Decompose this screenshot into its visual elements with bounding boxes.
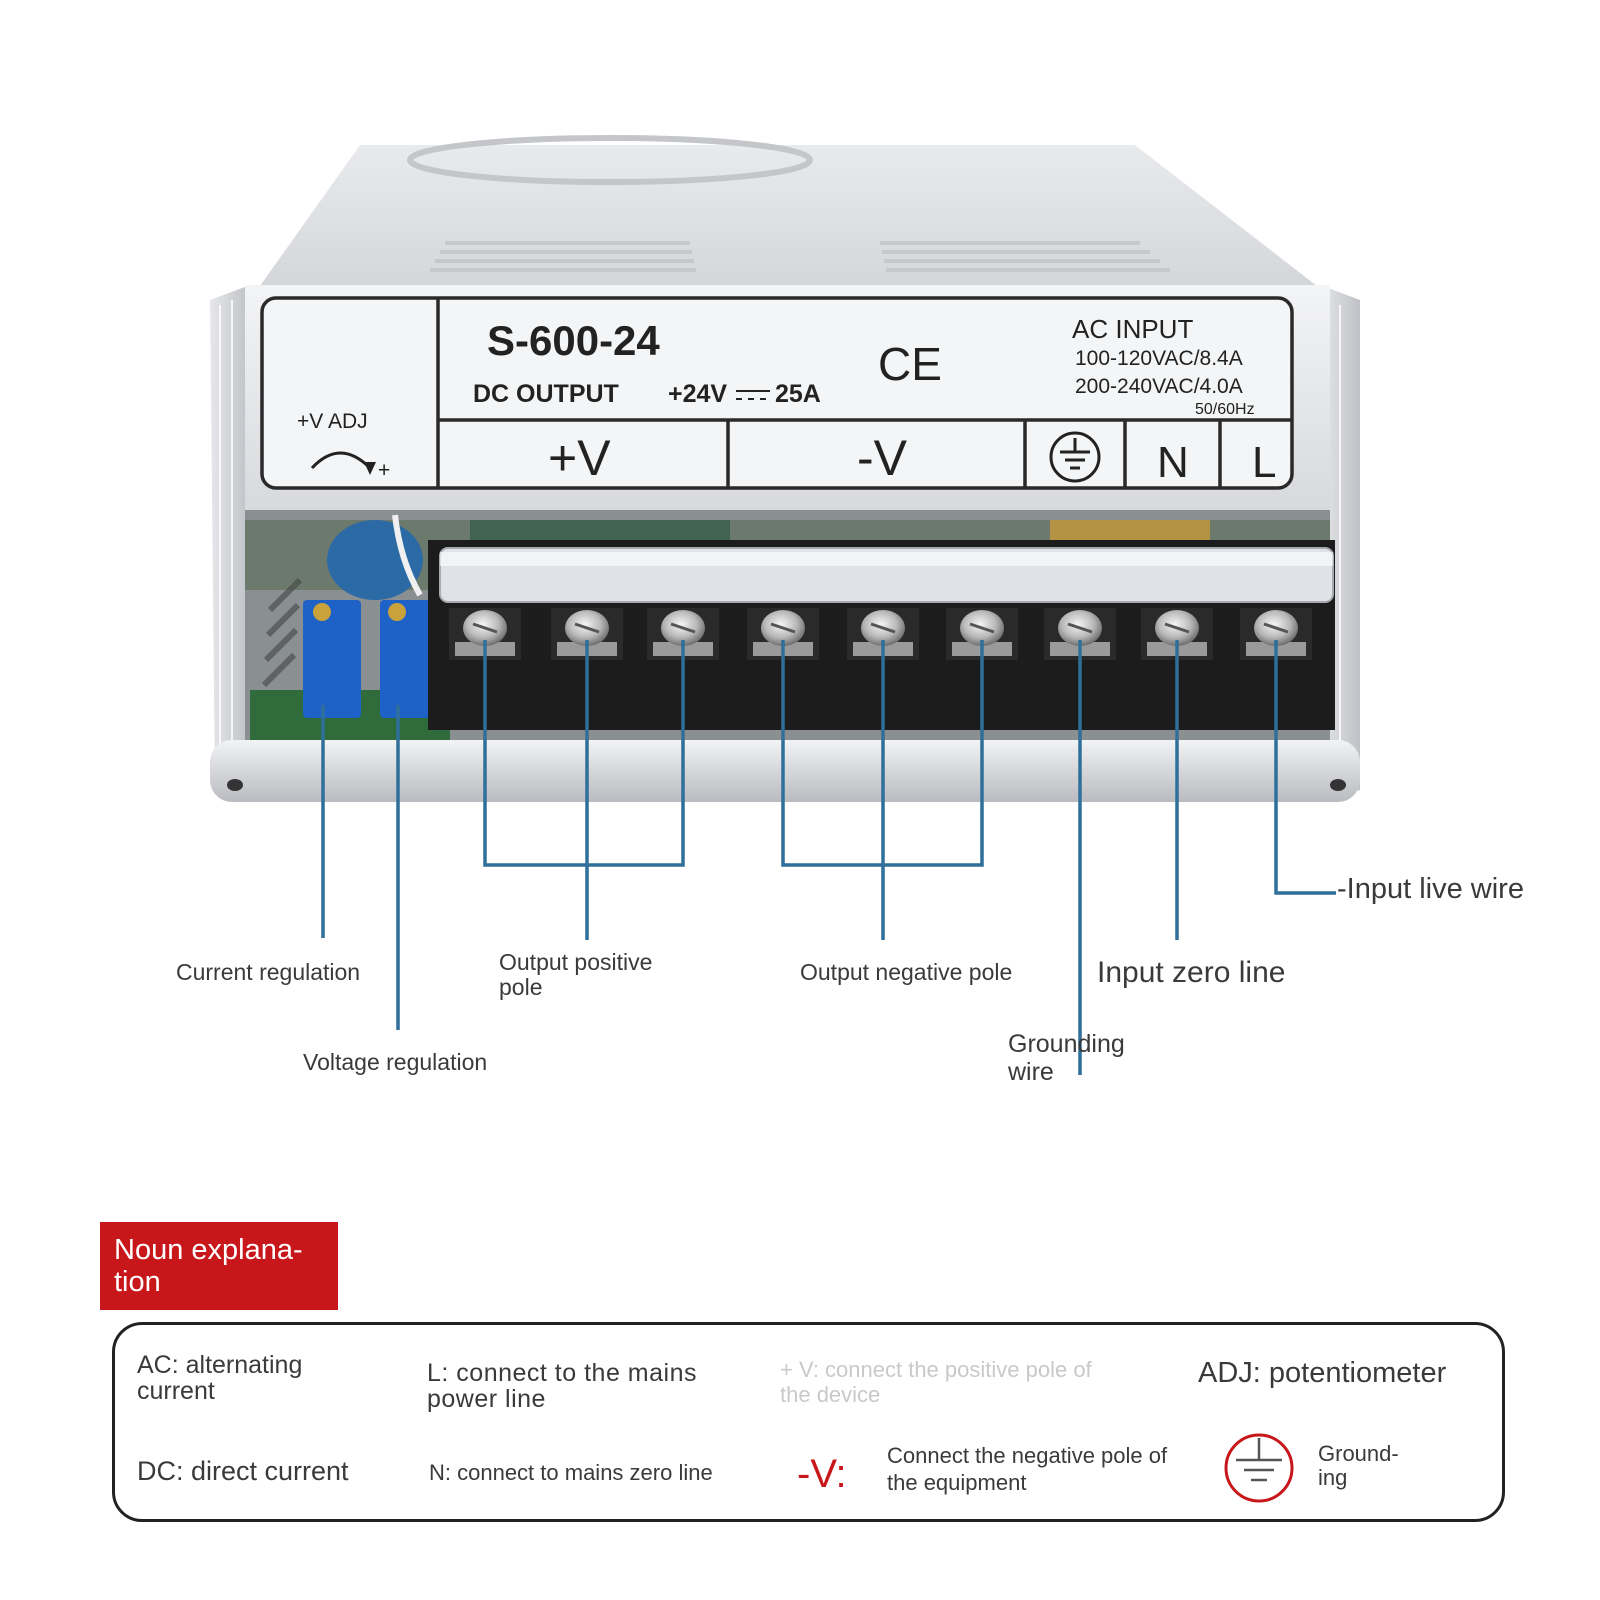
ground-icon [1049,431,1101,483]
leader-positive-bracket [483,640,685,867]
current-text: 25A [775,380,821,408]
glossary-pos: + V: connect the positive pole of the de… [780,1357,1092,1407]
callout-output-negative: Output negative pole [800,959,1013,985]
glossary-title: Noun explana- tion [100,1222,338,1310]
terminal-screws [449,608,1312,660]
fan-grille [407,135,813,185]
glossary-adj: ADJ: potentiometer [1198,1357,1447,1389]
glossary-ac: AC: alternating current [137,1351,303,1405]
rating-text: +24V [668,380,727,408]
glossary-neg-symbol: -V: [797,1452,847,1496]
adj-arrow-icon [310,451,372,470]
leader-live [1274,640,1336,895]
current-pot [303,600,361,718]
case-bottom-lip [210,740,1360,802]
capacitor [327,520,423,600]
glossary-neg: Connect the negative pole of the equipme… [887,1443,1168,1495]
adj-label: +V ADJ [297,410,368,433]
terminal-neg-label: -V [857,430,908,486]
vent-slots [430,241,1170,272]
callout-grounding-wire: Grounding wire [1008,1030,1125,1086]
adj-plus: + [378,459,390,482]
frequency-text: 50/60Hz [1195,401,1255,418]
glossary-dc: DC: direct current [137,1456,349,1486]
callout-voltage-regulation: Voltage regulation [303,1049,488,1075]
callout-current-regulation: Current regulation [176,959,361,985]
glossary-ground-icon [1224,1433,1294,1503]
glossary-n: N: connect to mains zero line [429,1460,713,1485]
leader-lines [321,640,1336,1075]
callout-input-live: -Input live wire [1337,873,1524,905]
glossary-ground: Ground- ing [1318,1441,1399,1490]
screw-icon [551,608,623,660]
terminal-n-label: N [1157,438,1189,487]
case-side-left [210,285,250,800]
terminal-pos-label: +V [548,430,611,486]
dc-output-text: DC OUTPUT [473,380,619,408]
voltage-pot [380,600,435,718]
dc-symbol-icon [736,390,770,400]
glossary-box [112,1322,1505,1522]
ce-mark: CE [878,338,942,390]
model-text: S-600-24 [487,317,660,364]
ac-range1-text: 100-120VAC/8.4A [1075,347,1243,370]
spec-label [260,296,1294,490]
ac-input-text: AC INPUT [1072,314,1193,344]
glossary-l: L: connect to the mains power line [427,1359,697,1413]
screw-icon [747,608,819,660]
ac-range2-text: 200-240VAC/4.0A [1075,375,1243,398]
terminal-l-label: L [1252,438,1276,487]
callout-output-positive: Output positive pole [499,949,653,1000]
callout-input-zero: Input zero line [1097,956,1286,989]
